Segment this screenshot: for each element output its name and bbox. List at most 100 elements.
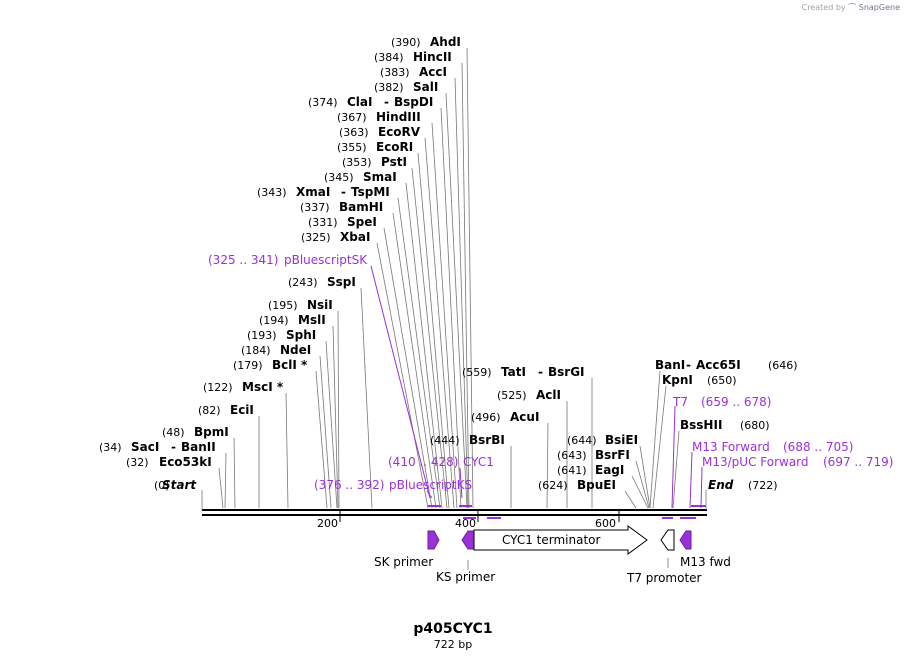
- svg-text:BsrBI: BsrBI: [469, 433, 505, 447]
- start-pos: (0): [154, 479, 170, 492]
- site-smai: (345)SmaI: [324, 170, 397, 184]
- site-eagi: (641)EagI: [557, 463, 624, 477]
- svg-text:(337): (337): [300, 201, 330, 214]
- svg-text:(444): (444): [430, 434, 460, 447]
- site-ecori: (355) EcoRI: [337, 140, 413, 154]
- enzyme-sites-mid: (559)TatI-BsrGI (525)AclI (496)AcuI (444…: [430, 365, 585, 447]
- svg-text:EcoRI: EcoRI: [376, 140, 413, 154]
- svg-text:AhdI: AhdI: [430, 35, 461, 49]
- svg-text:EciI: EciI: [230, 403, 254, 417]
- credit-prefix: Created by: [801, 3, 846, 12]
- svg-text:BsrGI: BsrGI: [548, 365, 585, 379]
- svg-text:(48): (48): [162, 426, 185, 439]
- primer-bars: [428, 505, 706, 519]
- site-clai: (374)ClaI-BspDI: [308, 95, 433, 109]
- svg-text:(659 .. 678): (659 .. 678): [701, 395, 771, 409]
- svg-text:(325 .. 341): (325 .. 341): [208, 253, 278, 267]
- site-sphi: (193)SphI: [247, 328, 316, 342]
- primer-pbluescriptsk: (325 .. 341) pBluescriptSK: [208, 253, 368, 267]
- feature-m13-fwd: M13 fwd: [680, 555, 731, 569]
- svg-text:(34): (34): [99, 441, 122, 454]
- svg-text:(195): (195): [268, 299, 298, 312]
- svg-text:(343): (343): [257, 186, 287, 199]
- site-xbai: (325)XbaI: [301, 230, 370, 244]
- svg-text:(688 .. 705): (688 .. 705): [783, 440, 853, 454]
- feature-sk-primer: SK primer: [374, 555, 433, 569]
- svg-text:-: -: [538, 365, 543, 379]
- svg-text:BclI *: BclI *: [272, 358, 308, 372]
- svg-text:CYC1: CYC1: [463, 455, 494, 469]
- primer-labels: (325 .. 341) pBluescriptSK (410 .. 428) CY…: [208, 253, 893, 492]
- svg-text:-: -: [341, 185, 346, 199]
- svg-text:(194): (194): [259, 314, 289, 327]
- svg-text:pBluescriptSK: pBluescriptSK: [284, 253, 368, 267]
- site-msli: (194)MslI: [259, 313, 326, 327]
- enzyme-sites-lower: (644)BsiEI (643)BsrFI (641)EagI (624)Bpu…: [538, 433, 638, 492]
- site-bcli: (179) BclI *: [233, 358, 308, 372]
- site-ahdi: (390) AhdI: [391, 35, 461, 49]
- svg-text:(367): (367): [337, 111, 367, 124]
- m13-fwd-arrow: [679, 530, 692, 550]
- site-acci: (383)AccI: [380, 65, 447, 79]
- svg-text:MscI *: MscI *: [242, 380, 284, 394]
- svg-text:BssHII: BssHII: [680, 418, 722, 432]
- svg-text:(643): (643): [557, 449, 587, 462]
- svg-text:SpeI: SpeI: [347, 215, 377, 229]
- svg-text:(355): (355): [337, 141, 367, 154]
- svg-text:(496): (496): [471, 411, 501, 424]
- svg-text:(383): (383): [380, 66, 410, 79]
- svg-text:(122): (122): [203, 381, 233, 394]
- snapgene-logo-icon: ⌒: [848, 3, 857, 12]
- site-ecorv: (363) EcoRV: [339, 125, 421, 139]
- svg-text:(179): (179): [233, 359, 263, 372]
- site-kpni: KpnI(650): [662, 373, 737, 387]
- site-bsrfi: (643)BsrFI: [557, 448, 630, 462]
- svg-text:EagI: EagI: [595, 463, 624, 477]
- svg-text:M13/pUC Forward: M13/pUC Forward: [702, 455, 809, 469]
- svg-text:M13 Forward: M13 Forward: [692, 440, 770, 454]
- primer-pbluescriptks: (376 .. 392)pBluescriptKS: [314, 478, 472, 492]
- site-nsii: (195)NsiI: [268, 298, 333, 312]
- feature-cyc1-terminator: CYC1 terminator: [502, 533, 601, 547]
- svg-text:TspMI: TspMI: [351, 185, 390, 199]
- svg-text:BpuEI: BpuEI: [577, 478, 616, 492]
- site-acui: (496)AcuI: [471, 410, 539, 424]
- feature-t7-promoter: T7 promoter: [626, 571, 702, 585]
- svg-text:BpmI: BpmI: [194, 425, 229, 439]
- site-sspi: (243)SspI: [288, 275, 356, 289]
- site-bpuei: (624) BpuEI: [538, 478, 616, 492]
- site-hindiii: (367)HindIII: [337, 110, 421, 124]
- svg-text:T7: T7: [672, 395, 688, 409]
- site-psti: (353)PstI: [342, 155, 407, 169]
- svg-text:(410 .. 428): (410 .. 428): [388, 455, 458, 469]
- svg-text:(624): (624): [538, 479, 568, 492]
- site-bsshii: BssHII(680): [680, 418, 770, 432]
- svg-text:(193): (193): [247, 329, 277, 342]
- svg-text:(390): (390): [391, 36, 421, 49]
- site-acli: (525)AclI: [497, 388, 561, 402]
- site-hincii: (384)HincII: [374, 50, 452, 64]
- svg-text:pBluescriptKS: pBluescriptKS: [389, 478, 472, 492]
- primer-connector-lines: [370, 265, 703, 509]
- site-bsrbi: (444) BsrBI: [430, 433, 505, 447]
- t7-promoter-arrow: [660, 529, 675, 551]
- enzyme-sites-left: (390)AhdI (384)HincII (383)AccI (382)Sal…: [99, 35, 461, 469]
- svg-text:BsiEI: BsiEI: [605, 433, 638, 447]
- ruler-tick-200: 200: [317, 517, 338, 530]
- svg-text:(243): (243): [288, 276, 318, 289]
- svg-text:Acc65I: Acc65I: [696, 358, 741, 372]
- site-bani: BanI-Acc65I(646): [655, 358, 798, 372]
- primer-m13-puc-forward: M13/pUC Forward(697 .. 719): [702, 455, 893, 469]
- svg-text:SalI: SalI: [413, 80, 438, 94]
- svg-text:(353): (353): [342, 156, 372, 169]
- svg-text:(384): (384): [374, 51, 404, 64]
- svg-text:(646): (646): [768, 359, 798, 372]
- svg-text:-: -: [171, 440, 176, 454]
- svg-text:(363): (363): [339, 126, 369, 139]
- svg-text:SacI: SacI: [131, 440, 159, 454]
- site-bpmi: (48) BpmI: [162, 425, 229, 439]
- svg-text:(525): (525): [497, 389, 527, 402]
- plasmid-length: 722 bp: [434, 638, 472, 651]
- svg-text:EcoRV: EcoRV: [378, 125, 421, 139]
- primer-cyc1: (410 .. 428) CYC1: [388, 455, 494, 469]
